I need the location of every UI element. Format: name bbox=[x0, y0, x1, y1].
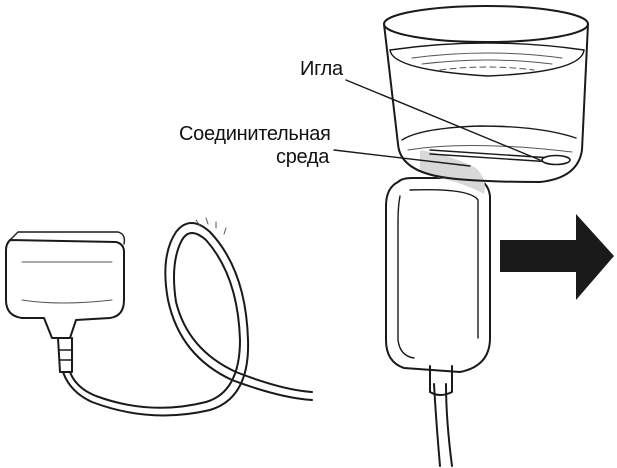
connector-plug-icon bbox=[5, 231, 126, 373]
arrow-right-icon bbox=[500, 214, 614, 300]
water-bath-cup bbox=[383, 5, 589, 183]
needle-label: Игла bbox=[300, 58, 343, 80]
transducer-probe bbox=[385, 150, 491, 467]
coupling-medium-label-line2: среда bbox=[276, 146, 330, 168]
coupling-medium-label-line1: Соединительная bbox=[179, 123, 331, 145]
cable bbox=[62, 217, 313, 417]
leader-lines bbox=[333, 79, 541, 167]
needle bbox=[429, 149, 571, 166]
